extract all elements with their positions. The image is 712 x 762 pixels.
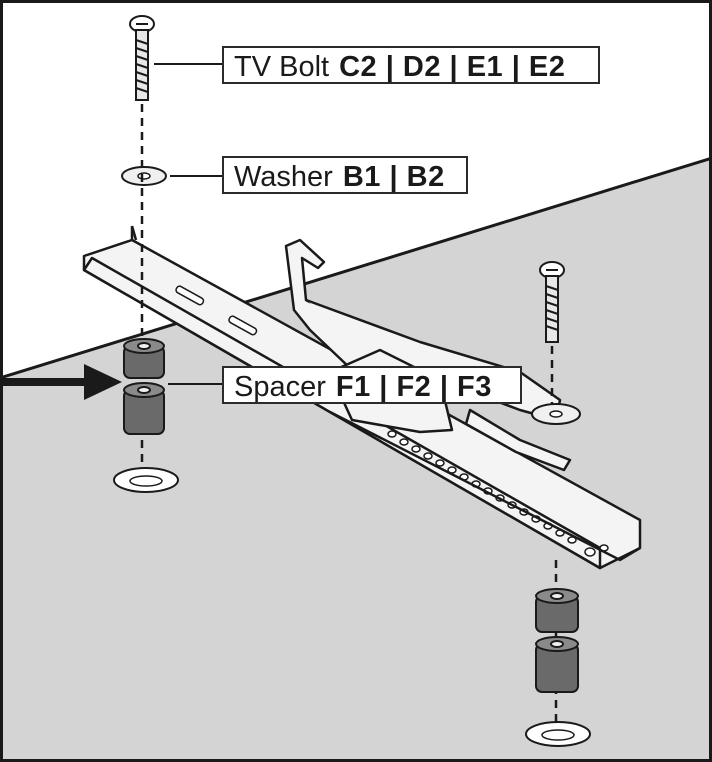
tv-bolt-codes: C2 | D2 | E1 | E2 [339,51,566,83]
right-bolt [539,261,565,343]
wall-surface [0,158,712,762]
left-spacer [123,338,165,435]
right-spacer [535,588,579,693]
spacer-codes: F1 | F2 | F3 [335,371,492,403]
spacer-label: Spacer [234,371,326,403]
left-bolt [129,15,155,101]
wall-edge [0,156,712,380]
pointer-arrow [0,364,122,400]
tv-bolt-callout: TV Bolt C2 | D2 | E1 | E2 [222,46,600,84]
washer-codes: B1 | B2 [342,161,445,193]
rail-lip [329,410,641,562]
washer-callout: Washer B1 | B2 [222,156,468,194]
left-mount-hole [113,467,179,493]
washer-label: Washer [234,161,333,193]
right-mount-hole [525,721,591,747]
tv-bolt-label: TV Bolt [234,51,330,83]
spacer-callout: Spacer F1 | F2 | F3 [222,366,522,404]
